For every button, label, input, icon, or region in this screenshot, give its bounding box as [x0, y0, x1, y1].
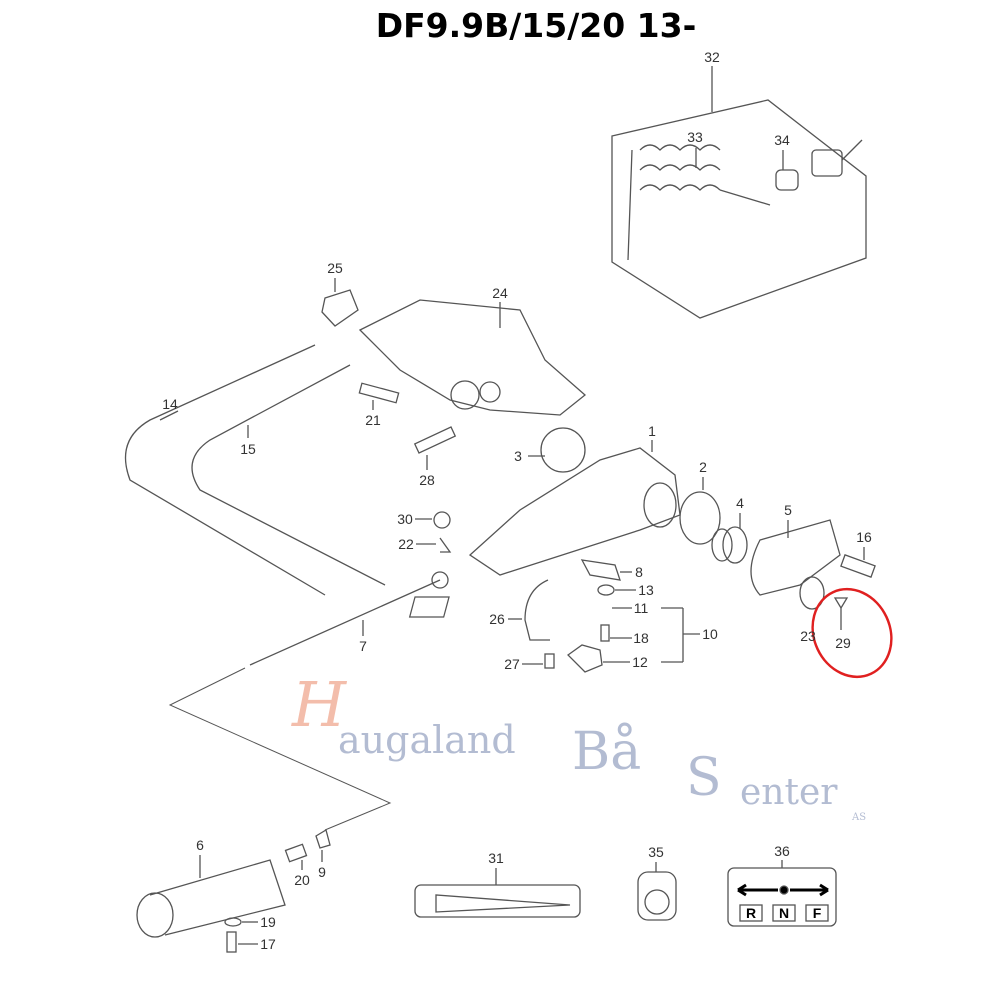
- throttle-cable-7: [249, 579, 441, 666]
- part-label: 36: [774, 843, 790, 859]
- washer-13: [597, 584, 615, 596]
- diagram-title: DF9.9B/15/20 13-: [375, 6, 697, 45]
- handle-bracket-24: [358, 299, 587, 416]
- collar-4: [711, 526, 748, 564]
- watermark-logo-text: Bå: [572, 722, 642, 782]
- clip-9: [315, 828, 331, 849]
- part-label: 2: [699, 459, 707, 475]
- part-label: 23: [800, 628, 816, 644]
- watermark-logo: H: [292, 668, 347, 741]
- bolt-28: [413, 426, 457, 470]
- bracket-10: [661, 607, 700, 663]
- part-label: 24: [492, 285, 508, 301]
- part-label: 4: [736, 495, 744, 511]
- part-label-highlighted: 29: [835, 635, 851, 651]
- cable-15: [191, 364, 386, 586]
- part-label: 25: [327, 260, 343, 276]
- part-label: 33: [687, 129, 703, 145]
- part-label: 30: [397, 511, 413, 527]
- part-label: 28: [419, 472, 435, 488]
- part-label: 5: [784, 502, 792, 518]
- part-label: 18: [633, 630, 649, 646]
- grommet-25: [321, 289, 359, 327]
- part-label: 1: [648, 423, 656, 439]
- part-label: 14: [162, 396, 178, 412]
- spring-20: [284, 843, 308, 863]
- clip-30: [433, 511, 451, 529]
- part-label: 11: [633, 600, 649, 616]
- leader-line-7: [168, 667, 392, 831]
- part-label: 20: [294, 872, 310, 888]
- part-label: 27: [504, 656, 520, 672]
- watermark-logo-text: AS: [852, 812, 867, 823]
- clip-22: [439, 537, 452, 553]
- part-label: 9: [318, 864, 326, 880]
- decal-36: [727, 860, 837, 927]
- tiller-arm-1: [468, 440, 681, 576]
- decal-letter-n: N: [778, 905, 790, 921]
- decal-35: [637, 862, 677, 921]
- bolt-16: [840, 547, 876, 578]
- throttle-grip-5: [750, 519, 841, 596]
- part-label: 35: [648, 844, 664, 860]
- part-label: 13: [638, 582, 654, 598]
- decal-31: [414, 868, 581, 918]
- part-label: 31: [488, 850, 504, 866]
- part-label: 19: [260, 914, 276, 930]
- washer-2: [679, 491, 721, 545]
- decal-letter-r: R: [745, 905, 757, 921]
- screw-18: [600, 624, 610, 642]
- pin-29: [833, 597, 849, 610]
- kit-box-32: [611, 66, 867, 319]
- cable-14: [124, 344, 326, 596]
- part-label: 34: [774, 132, 790, 148]
- lanyard-coil-33: [627, 144, 771, 261]
- part-label: 8: [635, 564, 643, 580]
- switch-11: [408, 596, 450, 618]
- wire-26: [524, 579, 550, 641]
- part-label: 26: [489, 611, 505, 627]
- stop-switch-34: [775, 139, 863, 191]
- part-label: 10: [702, 626, 718, 642]
- part-label: 16: [856, 529, 872, 545]
- part-label: 6: [196, 837, 204, 853]
- bushing-3: [540, 427, 586, 473]
- decal-letter-f: F: [812, 905, 822, 921]
- plate-8: [580, 559, 621, 581]
- grip-6: [136, 855, 286, 938]
- highlight-circle: [811, 587, 893, 679]
- screw-17: [226, 931, 237, 953]
- part-label: 15: [240, 441, 256, 457]
- part-label: 22: [398, 536, 414, 552]
- spring-pin-21: [358, 382, 400, 410]
- watermark-logo-text: S: [686, 748, 722, 808]
- switch-base-12: [566, 644, 603, 673]
- washer-23: [799, 576, 825, 610]
- part-label: 17: [260, 936, 276, 952]
- part-label: 7: [359, 638, 367, 654]
- watermark-logo-text: enter: [740, 772, 838, 813]
- part-label: 21: [365, 412, 381, 428]
- part-label: 32: [704, 49, 720, 65]
- washer-19: [224, 917, 242, 927]
- part-label: 12: [632, 654, 648, 670]
- part-label: 3: [514, 448, 522, 464]
- watermark-logo-text: augaland: [338, 718, 516, 762]
- screw-27: [544, 653, 555, 669]
